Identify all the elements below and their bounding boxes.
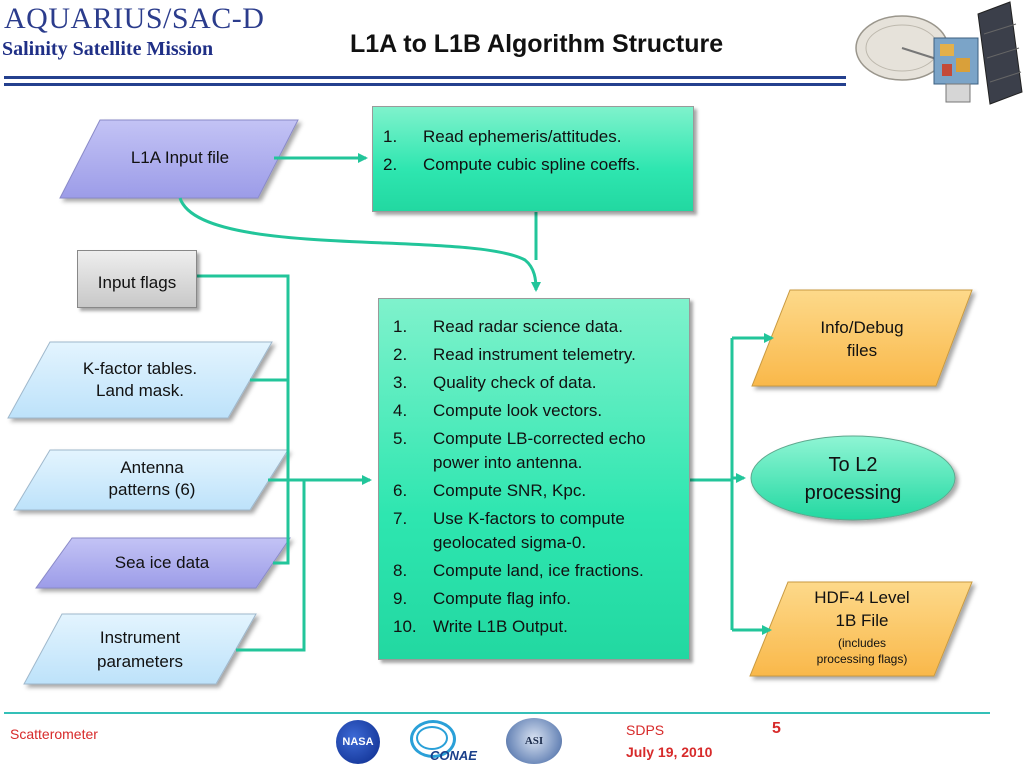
- kfactor-line2: Land mask.: [96, 381, 184, 400]
- main-step-text: Read radar science data.: [433, 317, 623, 336]
- to-l2-ellipse: [750, 435, 956, 521]
- nasa-logo-icon: NASA: [336, 720, 380, 764]
- info-debug-line2: files: [846, 341, 878, 360]
- connector-instrument: [236, 480, 306, 652]
- main-step: 6. Compute SNR, Kpc.: [393, 479, 681, 503]
- hdf4-note2: processing flags): [816, 652, 908, 666]
- antenna-shape: [13, 449, 289, 511]
- ephemeris-step-number: 2.: [383, 155, 398, 174]
- main-step-list: 1. Read radar science data. 2. Read instrum…: [379, 299, 689, 639]
- main-step-text: Read instrument telemetry.: [433, 345, 636, 364]
- nasa-logo-text: NASA: [342, 736, 374, 748]
- ephemeris-step: 1. Read ephemeris/attitudes.: [383, 125, 683, 149]
- hdf4-note1: (includes: [837, 636, 887, 650]
- to-l2-label: To L2 processing: [753, 451, 953, 507]
- antenna-label: Antenna patterns (6): [52, 457, 252, 501]
- main-step-number: 6.: [393, 481, 408, 500]
- header-rule-top: [4, 76, 846, 79]
- main-step-number: 4.: [393, 401, 408, 420]
- main-step: 10. Write L1B Output.: [393, 615, 681, 639]
- connector-sea-ice: [273, 480, 290, 565]
- ephemeris-step-text: Compute cubic spline coeffs.: [423, 155, 641, 174]
- aquarius-logo-text: AQUARIUS/SAC-D: [4, 2, 265, 35]
- input-flags-label: Input flags: [97, 273, 177, 292]
- main-step-number: 5.: [393, 429, 408, 448]
- main-step: 3. Quality check of data.: [393, 371, 681, 395]
- main-step-text: Compute flag info.: [433, 589, 571, 608]
- hdf4-label: HDF-4 Level 1B File (includes processing…: [762, 586, 962, 667]
- main-step: 4. Compute look vectors.: [393, 399, 681, 423]
- input-flags-box: [77, 250, 197, 308]
- main-step-number: 9.: [393, 589, 408, 608]
- main-processing-box: 1. Read radar science data. 2. Read instrum…: [378, 298, 690, 660]
- instrument-label: Instrument parameters: [40, 626, 240, 674]
- asi-logo-text: ASI: [524, 735, 544, 747]
- main-step-number: 8.: [393, 561, 408, 580]
- header-rule-bottom: [4, 83, 846, 86]
- antenna-line1: Antenna: [120, 458, 184, 477]
- ephemeris-step-list: 1. Read ephemeris/attitudes. 2. Compute cub…: [373, 107, 693, 177]
- instrument-shape: [23, 613, 257, 685]
- connector-l1a-curve-to-main: [178, 197, 541, 292]
- footer-rule: [4, 712, 990, 714]
- page-title: L1A to L1B Algorithm Structure: [350, 30, 724, 58]
- main-step-number: 7.: [393, 509, 408, 528]
- ephemeris-box: 1. Read ephemeris/attitudes. 2. Compute cub…: [372, 106, 694, 212]
- hdf4-shape: [749, 581, 973, 677]
- hdf4-line1: HDF-4 Level: [814, 588, 910, 607]
- instrument-line1: Instrument: [99, 628, 181, 647]
- kfactor-line1: K-factor tables.: [82, 359, 198, 378]
- sea-ice-label: Sea ice data: [114, 553, 210, 572]
- to-l2-line2: processing: [804, 482, 902, 504]
- main-step: 7. Use K-factors to compute geolocated si…: [393, 507, 681, 555]
- main-step-text: Use K-factors to compute geolocated sigm…: [433, 509, 625, 552]
- sea-ice-shape: [35, 537, 291, 589]
- main-step: 1. Read radar science data.: [393, 315, 681, 339]
- info-debug-label: Info/Debug files: [762, 316, 962, 362]
- antenna-line2: patterns (6): [108, 480, 196, 499]
- main-step: 2. Read instrument telemetry.: [393, 343, 681, 367]
- footer-page-number: 5: [772, 720, 781, 737]
- main-step: 9. Compute flag info.: [393, 587, 681, 611]
- kfactor-label: K-factor tables. Land mask.: [40, 358, 240, 402]
- hdf4-line2: 1B File: [835, 611, 889, 630]
- kfactor-shape: [7, 341, 273, 419]
- footer-scatterometer: Scatterometer: [10, 726, 98, 742]
- mission-subtitle: Salinity Satellite Mission: [2, 38, 214, 60]
- connector-input-flags: [196, 274, 290, 480]
- main-step-number: 2.: [393, 345, 408, 364]
- main-step-number: 1.: [393, 317, 408, 336]
- main-step-text: Quality check of data.: [433, 373, 597, 392]
- main-step-text: Compute SNR, Kpc.: [433, 481, 587, 500]
- l1a-input-label: L1A Input file: [130, 148, 230, 167]
- to-l2-line1: To L2: [828, 454, 878, 476]
- footer-date: July 19, 2010: [626, 744, 713, 760]
- instrument-line2: parameters: [97, 652, 183, 671]
- main-step: 8. Compute land, ice fractions.: [393, 559, 681, 583]
- ephemeris-step-text: Read ephemeris/attitudes.: [423, 127, 622, 146]
- ephemeris-step-number: 1.: [383, 127, 398, 146]
- main-step-text: Compute look vectors.: [433, 401, 603, 420]
- main-step-number: 10.: [393, 617, 417, 636]
- conae-logo-icon: CONAE: [406, 720, 477, 766]
- footer-sdps: SDPS: [626, 722, 665, 738]
- ephemeris-step: 2. Compute cubic spline coeffs.: [383, 153, 683, 177]
- main-step-text: Compute land, ice fractions.: [433, 561, 644, 580]
- main-step-number: 3.: [393, 373, 408, 392]
- main-step-text: Write L1B Output.: [433, 617, 568, 636]
- info-debug-shape: [751, 289, 973, 387]
- l1a-input-shape: [59, 119, 299, 199]
- main-step: 5. Compute LB-corrected echo power into a…: [393, 427, 681, 475]
- asi-logo-icon: ASI: [506, 718, 562, 764]
- conae-logo-text: CONAE: [430, 748, 477, 763]
- info-debug-line1: Info/Debug: [820, 318, 904, 337]
- main-step-text: Compute LB-corrected echo power into ant…: [433, 429, 646, 472]
- satellite-icon: [855, 1, 1023, 105]
